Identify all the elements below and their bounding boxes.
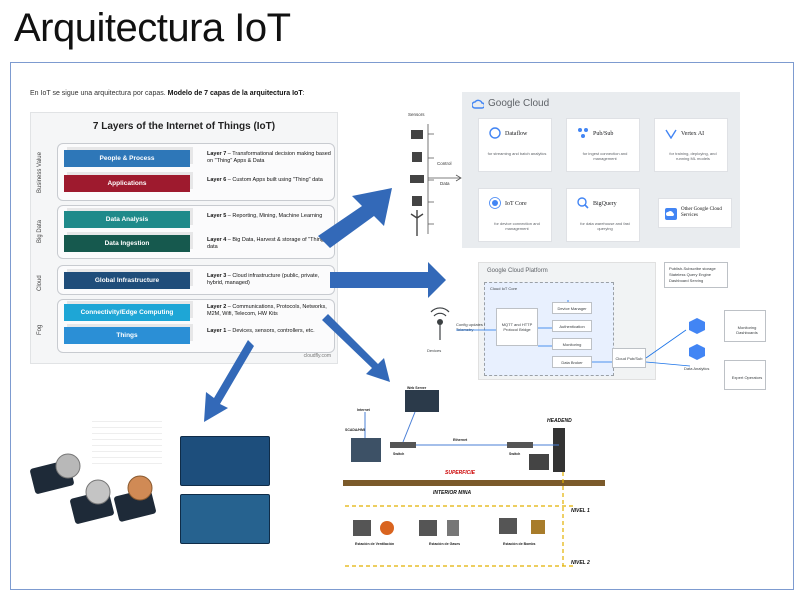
arrow-to-google-cloud (318, 188, 392, 248)
layer-desc-2: Layer 2 – Communications, Protocols, Net… (207, 304, 327, 317)
sensor-table-thumbnail (92, 416, 162, 476)
monitoring-dashboards-box: Monitoring Dashboards (724, 310, 766, 342)
gcp-title: Google Cloud Platform (487, 268, 548, 274)
layer-bar-data-ingestion: Data Ingestion (64, 235, 190, 252)
switch-2-label: Switch (509, 452, 521, 456)
gcp-connectors (456, 300, 691, 367)
iot-layers-panel: 7 Layers of the Internet of Things (IoT)… (30, 112, 338, 364)
data-broker-box: Data Broker (552, 356, 592, 368)
factory-icon (411, 130, 423, 139)
scada-label: SCADA/HMI (345, 428, 365, 432)
internet-label: Internet (357, 408, 370, 412)
protocol-bridge-box: MQTT and HTTP Protocol Bridge (496, 308, 538, 346)
pubsub-icon (578, 128, 588, 138)
bigquery-icon (577, 197, 589, 209)
arrow-to-hardware (204, 340, 254, 422)
interior-mine-label: INTERIOR MINA (433, 490, 472, 496)
layer-desc-1: Layer 1 – Devices, sensors, controllers,… (207, 328, 315, 334)
layers-credit: cloudfly.com (303, 353, 331, 359)
layer-desc-5: Layer 5 – Reporting, Mining, Machine Lea… (207, 213, 323, 219)
google-cloud-header: Google Cloud (472, 98, 549, 109)
gcp-notes-box: Publish-Subscribe storage Stateless Quer… (664, 262, 728, 288)
layer-desc-3: Layer 3 – Cloud infrastructure (public, … (207, 273, 320, 286)
dataflow-icon (489, 127, 501, 139)
web-server-label: Web Server (407, 386, 427, 390)
station-gases-label: Estación de Gases (429, 542, 461, 546)
analytics-hex-icons (689, 318, 705, 360)
expert-operators-box: Expert Operators (724, 360, 766, 390)
devices-antenna-icon (430, 307, 450, 340)
tractor-icon (410, 175, 424, 183)
iot-core-icon (489, 197, 501, 209)
arduino-board-2 (180, 494, 270, 544)
devices-label: Devices (427, 348, 442, 353)
house-icon (412, 196, 422, 206)
mine-network-diagram: Web Server Internet SCADA/HMI Switch Swi… (335, 386, 605, 578)
layer-desc-4: Layer 4 – Big Data, Harvest & storage of… (207, 237, 326, 250)
arrow-to-mine (322, 314, 390, 382)
service-vertex-ai: Vertex AI for training, deploying, and r… (654, 118, 728, 172)
sensor-icons (410, 130, 424, 236)
layer-bar-people-process: People & Process (64, 150, 190, 167)
service-iot-core: IoT Core for device connection and manag… (478, 188, 552, 242)
layer-bar-applications: Applications (64, 175, 190, 192)
building-icon (412, 152, 422, 162)
cloud-services-icon (665, 208, 677, 220)
level-2-label: NIVEL 2 (571, 560, 590, 566)
telemetry-label: Config updates / Telemetry (456, 322, 486, 332)
layer-bar-data-analysis: Data Analysis (64, 211, 190, 228)
cloud-pubsub-box: Cloud Pub/Sub (612, 348, 646, 368)
switch-1-label: Switch (393, 452, 405, 456)
intro-text: En IoT se sigue una arquitectura por cap… (30, 90, 305, 97)
google-cloud-icon (472, 99, 484, 109)
gas-sensors-image (30, 453, 156, 524)
layer-desc-6: Layer 6 – Custom Apps built using "Thing… (207, 177, 323, 183)
station-ventilation-label: Estación de Ventilación (355, 542, 395, 546)
layer-bar-things: Things (64, 327, 190, 344)
service-bigquery: BigQuery for data warehouse and fast que… (566, 188, 640, 242)
authentication-box: Authentication (552, 320, 592, 332)
service-other-google-cloud: Other Google Cloud Services (658, 198, 732, 228)
sensor-connectors (427, 124, 462, 234)
sensors-label: Sensors (408, 112, 425, 117)
station-pumps-label: Estación de Bombs (503, 542, 536, 546)
device-manager-box: Device Manager (552, 302, 592, 314)
service-dataflow: Dataflow for streaming and batch analyti… (478, 118, 552, 172)
surface-label: SUPERFICIE (445, 470, 476, 476)
monitoring-box: Monitoring (552, 338, 592, 350)
layers-title: 7 Layers of the Internet of Things (IoT) (92, 121, 276, 132)
control-label: Control (437, 161, 452, 166)
layer-desc-7: Layer 7 – Transformational decision maki… (207, 151, 331, 164)
group-cloud (57, 265, 335, 295)
level-1-label: NIVEL 1 (571, 508, 590, 514)
vertex-ai-icon (665, 129, 677, 139)
layer-bar-connectivity: Connectivity/Edge Computing (64, 304, 190, 321)
mine-network-lines (343, 390, 605, 576)
google-cloud-title: Google Cloud (488, 98, 550, 109)
cloud-iot-core-label: Cloud IoT Core (490, 286, 518, 291)
arduino-board-1 (180, 436, 270, 486)
ethernet-label: Ethernet (453, 438, 468, 442)
layer-bar-global-infrastructure: Global Infrastructure (64, 272, 190, 289)
service-pubsub: Pub/Sub for ingest connection and manage… (566, 118, 640, 172)
slide-title: Arquitectura IoT (14, 6, 291, 50)
headend-label: HEADEND (547, 418, 572, 424)
data-analytics-label: Data Analytics (684, 366, 710, 371)
arrow-to-gcp (330, 262, 446, 298)
data-label: Data (440, 181, 450, 186)
wind-turbine-icon (410, 210, 424, 236)
